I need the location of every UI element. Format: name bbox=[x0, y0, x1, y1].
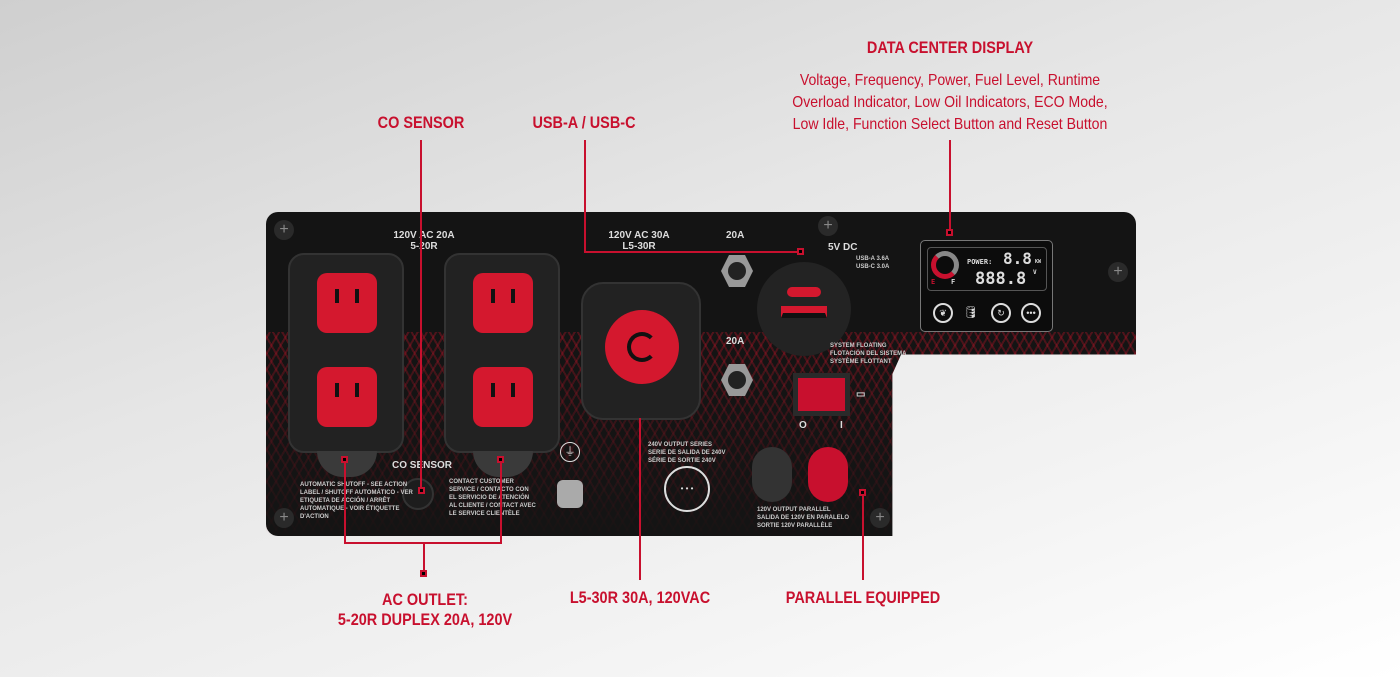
ac-leader-v bbox=[423, 542, 425, 572]
screw-icon: + bbox=[1108, 262, 1128, 282]
display-leader bbox=[949, 140, 951, 230]
function-select-icon[interactable]: ••• bbox=[1021, 303, 1041, 323]
co-sensor-callout: CO SENSOR bbox=[377, 113, 465, 132]
parallel-callout: PARALLEL EQUIPPED bbox=[785, 588, 941, 607]
ac-marker-right bbox=[497, 456, 504, 463]
screw-icon: + bbox=[274, 508, 294, 528]
parallel-port-black[interactable] bbox=[752, 447, 792, 502]
ac-outlet-callout-2: 5-20R DUPLEX 20A, 120V bbox=[337, 610, 513, 629]
data-center-line-2: Overload Indicator, Low Oil Indicators, … bbox=[792, 94, 1108, 111]
data-center-display: E F POWER: 8.8 KW 888.8 V ❦ 🛢 ↻ ••• bbox=[920, 240, 1053, 332]
l5-30r-callout: L5-30R 30A, 120VAC bbox=[569, 588, 711, 607]
usb-marker bbox=[797, 248, 804, 255]
switch-off-mark: O bbox=[799, 420, 807, 431]
usb-ports[interactable] bbox=[757, 262, 851, 356]
ground-icon: ⏚ bbox=[560, 442, 580, 462]
usb-label: 5V DC bbox=[828, 242, 858, 253]
l5-30r-leader bbox=[639, 418, 641, 580]
data-center-line-1: Voltage, Frequency, Power, Fuel Level, R… bbox=[799, 72, 1101, 89]
screw-icon: + bbox=[870, 508, 890, 528]
parallel-port-red[interactable] bbox=[808, 447, 848, 502]
breaker-label-2: 20A bbox=[726, 336, 745, 347]
reset-icon[interactable]: ↻ bbox=[991, 303, 1011, 323]
display-marker bbox=[946, 229, 953, 236]
usb-leader bbox=[584, 140, 586, 252]
ac-leader-left bbox=[344, 460, 346, 544]
data-center-title: DATA CENTER DISPLAY bbox=[866, 38, 1034, 57]
co-sensor-leader bbox=[420, 140, 422, 490]
usb-a-port[interactable] bbox=[781, 306, 827, 318]
eco-mode-icon[interactable]: ❦ bbox=[933, 303, 953, 323]
ac-leader-right bbox=[500, 460, 502, 544]
co-sensor-label: CO SENSOR bbox=[392, 460, 453, 471]
oil-icon: 🛢 bbox=[963, 305, 979, 319]
breaker-label-1: 20A bbox=[726, 230, 745, 241]
parallel-leader bbox=[862, 492, 864, 580]
usb-c-port[interactable] bbox=[787, 287, 821, 297]
screw-icon: + bbox=[818, 216, 838, 236]
duplex-outlet-left[interactable] bbox=[288, 253, 404, 477]
l5-30r-outlet[interactable] bbox=[581, 282, 701, 420]
ac-outlet-callout-1: AC OUTLET: bbox=[382, 590, 468, 609]
co-sensor bbox=[402, 478, 434, 510]
co-sensor-marker bbox=[418, 487, 425, 494]
usb-callout: USB-A / USB-C bbox=[532, 113, 636, 132]
battery-icon: ▭ bbox=[856, 389, 866, 400]
parallel-marker bbox=[859, 489, 866, 496]
usb-leader-h bbox=[584, 251, 800, 253]
data-center-line-3: Low Idle, Function Select Button and Res… bbox=[792, 116, 1108, 133]
fuel-gauge bbox=[931, 251, 959, 279]
ac-marker-left bbox=[341, 456, 348, 463]
series-connector[interactable]: • • • bbox=[664, 466, 710, 512]
screw-icon: + bbox=[274, 220, 294, 240]
ac-marker bbox=[420, 570, 427, 577]
power-switch[interactable] bbox=[793, 373, 850, 416]
ground-terminal[interactable] bbox=[557, 480, 583, 508]
switch-on-mark: I bbox=[840, 420, 843, 431]
duplex-outlet-right[interactable] bbox=[444, 253, 560, 477]
